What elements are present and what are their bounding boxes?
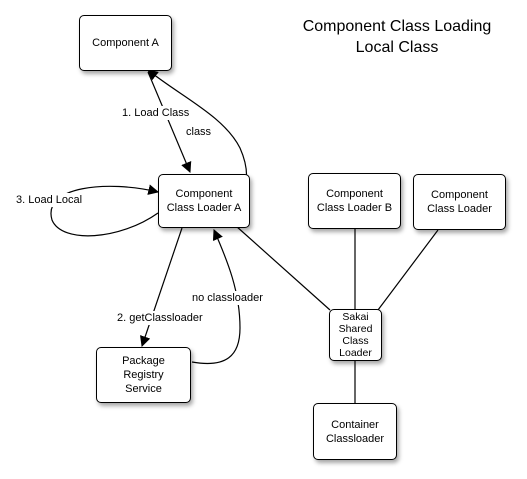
diagram-title: Component Class Loading Local Class bbox=[280, 16, 514, 58]
node-component-class-loader[interactable]: Component Class Loader bbox=[413, 174, 506, 230]
node-package-line-2: Registry bbox=[123, 369, 164, 381]
node-ccl-a-line-2: Class Loader A bbox=[166, 202, 242, 214]
edge-no-classloader bbox=[191, 229, 241, 364]
edge-load-class bbox=[147, 71, 192, 173]
node-component-class-loader-a[interactable]: Component Class Loader A bbox=[158, 174, 250, 228]
node-component-a[interactable]: Component A bbox=[79, 15, 172, 71]
node-ccl-b-line-2: Class Loader B bbox=[316, 202, 393, 214]
node-component-class-loader-b[interactable]: Component Class Loader B bbox=[308, 173, 401, 229]
edge-label-class: class bbox=[186, 126, 212, 138]
node-ccl-line-2: Class Loader bbox=[427, 203, 492, 215]
node-sakai-shared-class-loader[interactable]: Sakai Shared Class Loader bbox=[329, 309, 382, 361]
edge-label-no-classloader: no classloader bbox=[192, 291, 263, 305]
node-sakai-line-2: Shared bbox=[338, 323, 373, 335]
edge-label-load-local: 3. Load Local bbox=[16, 193, 83, 207]
node-container-line-2: Classloader bbox=[325, 432, 385, 445]
title-line-2: Local Class bbox=[355, 39, 439, 56]
node-ccl-a-line-1: Component bbox=[175, 188, 233, 200]
node-ccl-b-line-1: Component bbox=[326, 188, 383, 200]
node-package-line-3: Service bbox=[125, 383, 162, 395]
node-package-registry-service[interactable]: Package Registry Service bbox=[96, 347, 191, 403]
edge-ccl-sakai bbox=[377, 229, 439, 311]
edge-ccl-a-sakai bbox=[235, 225, 331, 311]
title-line-1: Component Class Loading bbox=[302, 18, 492, 35]
edge-label-load-class: 1. Load Class bbox=[122, 106, 190, 120]
edge-label-get-classloader: 2. getClassloader bbox=[117, 311, 203, 325]
node-sakai-line-1: Sakai bbox=[342, 311, 369, 323]
edge-get-classloader bbox=[140, 227, 183, 348]
node-container-classloader[interactable]: Container Classloader bbox=[313, 403, 397, 460]
node-component-a-label: Component A bbox=[92, 37, 159, 49]
edge-load-local bbox=[50, 184, 160, 237]
node-container-line-1: Container bbox=[331, 418, 379, 431]
node-sakai-line-4: Loader bbox=[339, 347, 372, 359]
node-ccl-line-1: Component bbox=[431, 189, 488, 201]
node-package-line-1: Package bbox=[122, 355, 165, 367]
node-sakai-line-3: Class bbox=[342, 335, 369, 347]
